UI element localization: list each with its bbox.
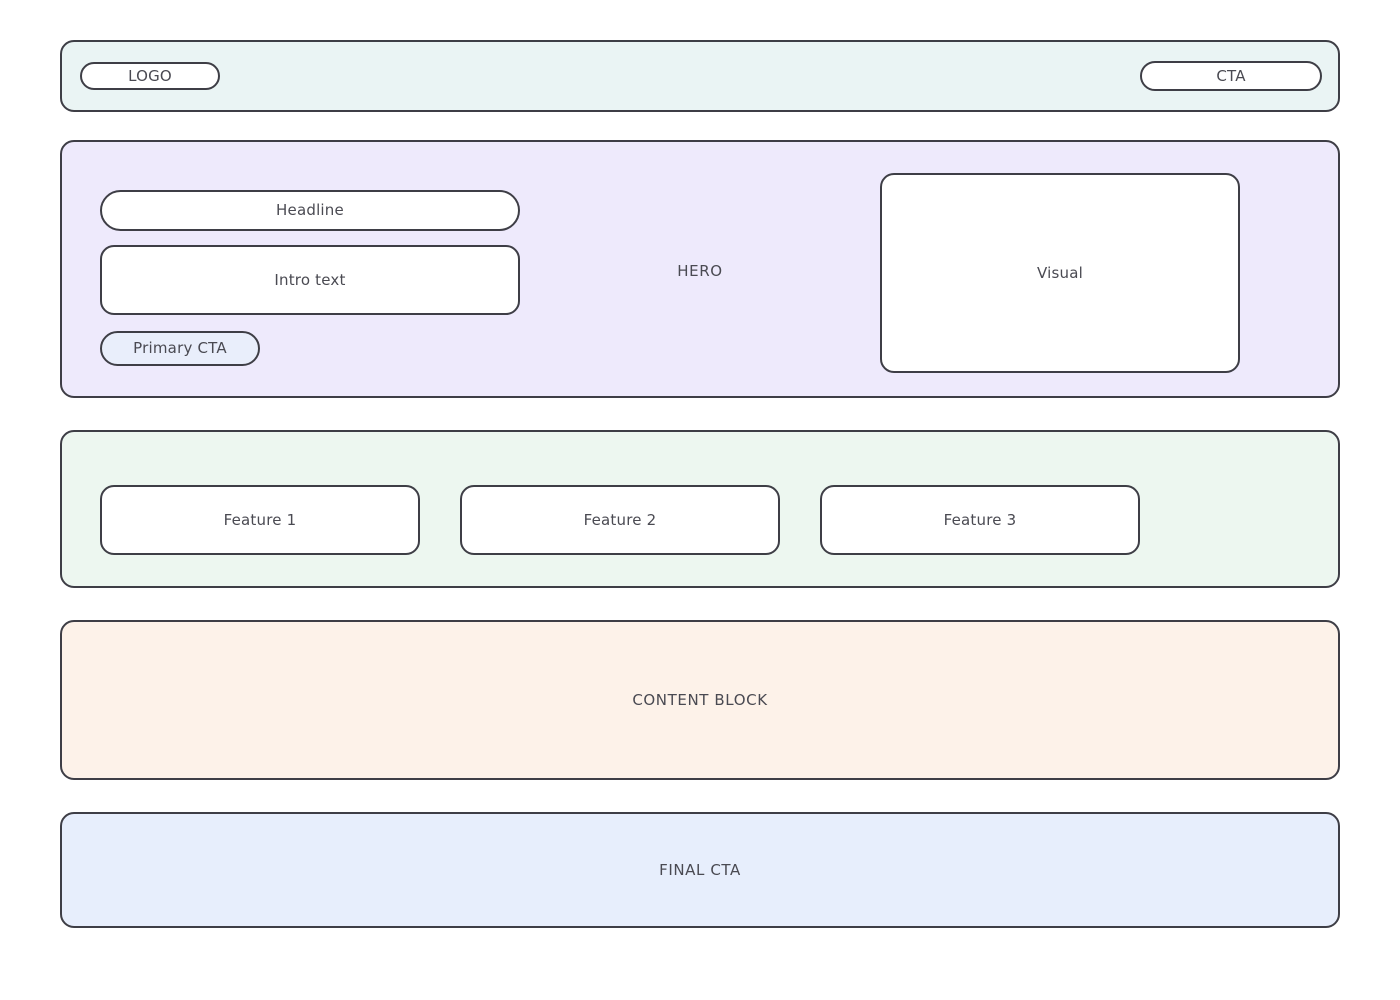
feature-card-label: Feature 2 (583, 510, 657, 529)
hero-headline-placeholder: Headline (100, 190, 520, 231)
feature-card-label: Feature 3 (943, 510, 1017, 529)
feature-card[interactable]: Feature 1 (100, 485, 420, 555)
hero-primary-cta-button[interactable]: Primary CTA (100, 331, 260, 366)
hero-visual-placeholder: Visual (880, 173, 1240, 373)
header-section (60, 40, 1340, 112)
hero-intro-label: Intro text (274, 270, 346, 289)
hero-visual-label: Visual (1037, 263, 1083, 282)
feature-card[interactable]: Feature 2 (460, 485, 780, 555)
hero-primary-cta-label: Primary CTA (133, 339, 227, 357)
content-block-section (60, 620, 1340, 780)
hero-intro-placeholder: Intro text (100, 245, 520, 315)
feature-card-label: Feature 1 (223, 510, 297, 529)
feature-card[interactable]: Feature 3 (820, 485, 1140, 555)
final-cta-section[interactable] (60, 812, 1340, 928)
logo-chip[interactable]: LOGO (80, 62, 220, 90)
header-cta-button[interactable]: CTA (1140, 61, 1322, 91)
logo-label: LOGO (128, 66, 172, 85)
header-cta-label: CTA (1216, 66, 1246, 85)
hero-headline-label: Headline (276, 201, 344, 219)
